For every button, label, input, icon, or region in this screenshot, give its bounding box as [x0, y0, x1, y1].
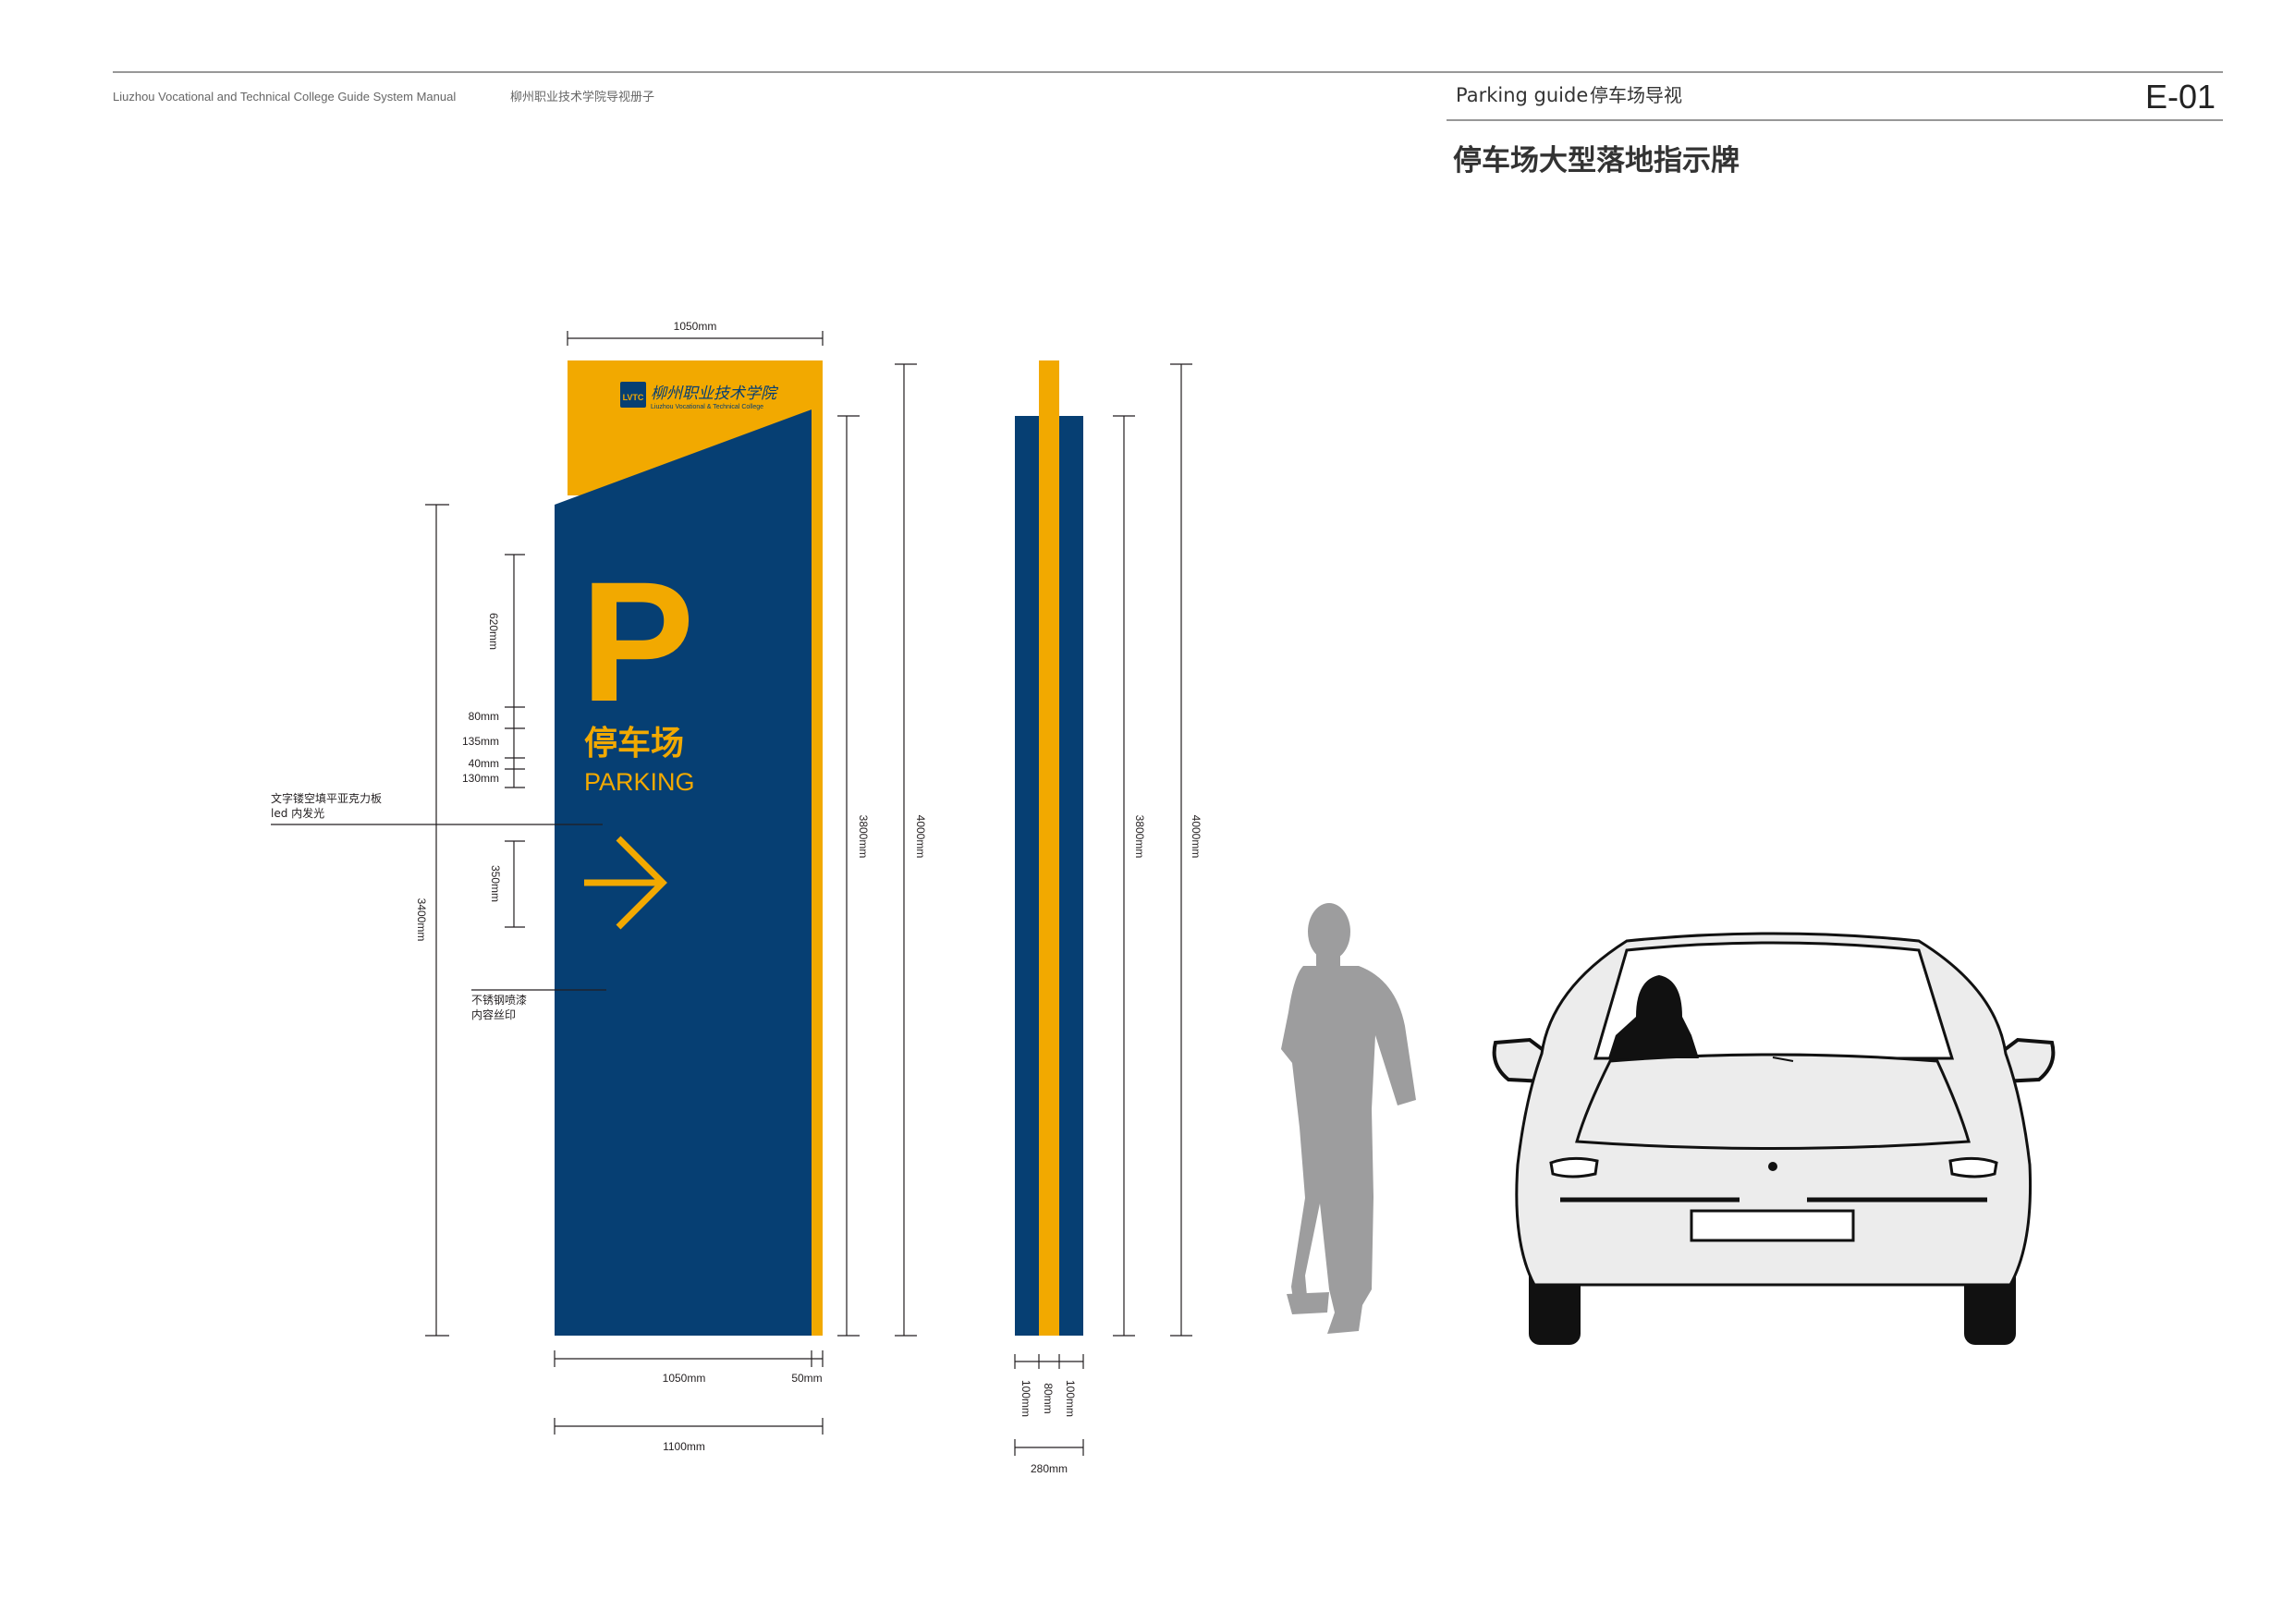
logo-name-en: Liuzhou Vocational & Technical College	[651, 404, 763, 410]
page-header: Liuzhou Vocational and Technical College…	[113, 71, 2223, 177]
dim-en-height: 130mm	[462, 772, 499, 785]
side-dim-depth: 280mm	[1031, 1462, 1068, 1475]
parking-p-letter: P	[580, 547, 694, 738]
side-dimension-lines	[1014, 363, 1192, 1456]
logo-name-cn: 柳州职业技术学院	[651, 385, 779, 403]
logo-mark-icon	[620, 382, 646, 408]
front-notes: 文字镂空填平亚克力板 led 内发光 不锈钢喷漆 内容丝印	[271, 791, 527, 1021]
page-title: 停车场大型落地指示牌	[1453, 144, 1740, 177]
sign-navy-panel	[555, 409, 812, 1336]
car-front-icon	[1492, 932, 2056, 1345]
dim-gap1: 80mm	[469, 710, 499, 723]
side-view-sign	[1015, 360, 1083, 1336]
side-yellow-core	[1039, 360, 1059, 1336]
front-view-sign: LVTC 柳州职业技术学院 Liuzhou Vocational & Techn…	[555, 360, 823, 1336]
note-text-material-2: led 内发光	[271, 806, 324, 820]
dim-body-height: 3800mm	[857, 815, 870, 859]
side-dim-right: 100mm	[1064, 1380, 1077, 1417]
dim-arrow-height: 350mm	[489, 865, 502, 902]
side-dim-body-height: 3800mm	[1133, 815, 1146, 859]
manual-title-en: Liuzhou Vocational and Technical College…	[113, 90, 456, 104]
dim-top-width: 1050mm	[674, 320, 717, 333]
college-logo: LVTC 柳州职业技术学院 Liuzhou Vocational & Techn…	[620, 382, 779, 410]
dim-gap2: 40mm	[469, 757, 499, 770]
section-title-en: Parking guide	[1456, 84, 1588, 106]
manual-title-cn: 柳州职业技术学院导视册子	[510, 90, 654, 104]
note-paint-1: 不锈钢喷漆	[471, 994, 527, 1007]
dim-cn-height: 135mm	[462, 735, 499, 748]
side-dim-mid: 80mm	[1042, 1383, 1055, 1413]
dim-panel-height: 3400mm	[415, 898, 428, 942]
arrow-right-icon	[584, 836, 667, 930]
person-silhouette-icon	[1281, 903, 1416, 1334]
logo-abbr: LVTC	[623, 393, 644, 402]
side-dim-total-height: 4000mm	[1190, 815, 1203, 859]
parking-label-cn: 停车场	[584, 725, 684, 763]
parking-label-en: PARKING	[584, 768, 695, 796]
note-text-material-1: 文字镂空填平亚克力板	[271, 791, 382, 805]
front-dimension-lines	[271, 331, 917, 1435]
sign-yellow-side-strip	[812, 360, 823, 1336]
page-code: E-01	[2145, 78, 2216, 116]
dim-bottom-total: 1100mm	[663, 1440, 705, 1453]
dim-bottom-strip: 50mm	[791, 1372, 822, 1385]
dim-bottom-panel: 1050mm	[663, 1372, 706, 1385]
front-dimension-labels: 1050mm 620mm 80mm 135mm 40mm 130mm 350mm…	[415, 320, 927, 1453]
side-dim-left: 100mm	[1019, 1380, 1032, 1417]
section-title-cn: 停车场导视	[1590, 84, 1682, 106]
dim-p-height: 620mm	[487, 613, 500, 650]
note-paint-2: 内容丝印	[471, 1007, 516, 1021]
dim-total-height: 4000mm	[914, 815, 927, 859]
side-dimension-labels: 3800mm 4000mm 100mm 80mm 100mm 280mm	[1019, 815, 1203, 1475]
